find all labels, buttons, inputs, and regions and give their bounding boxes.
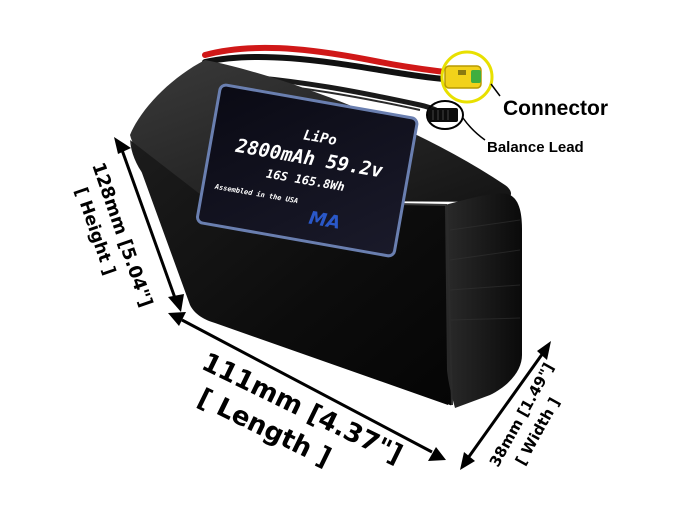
battery-label-sticker: LiPo 2800mAh 59.2v 16S 165.8Wh Assembled… [196, 83, 419, 258]
balance-lead-callout: Balance Lead [487, 139, 584, 156]
sticker-chemistry: LiPo [302, 127, 338, 149]
width-dimension-arrow [460, 341, 551, 470]
height-dimension-arrow [114, 137, 184, 312]
balance-lead-plug [426, 100, 464, 130]
length-dimension-arrow [168, 312, 446, 461]
connector-callout: Connector [503, 97, 608, 120]
xt-connector [440, 50, 494, 104]
